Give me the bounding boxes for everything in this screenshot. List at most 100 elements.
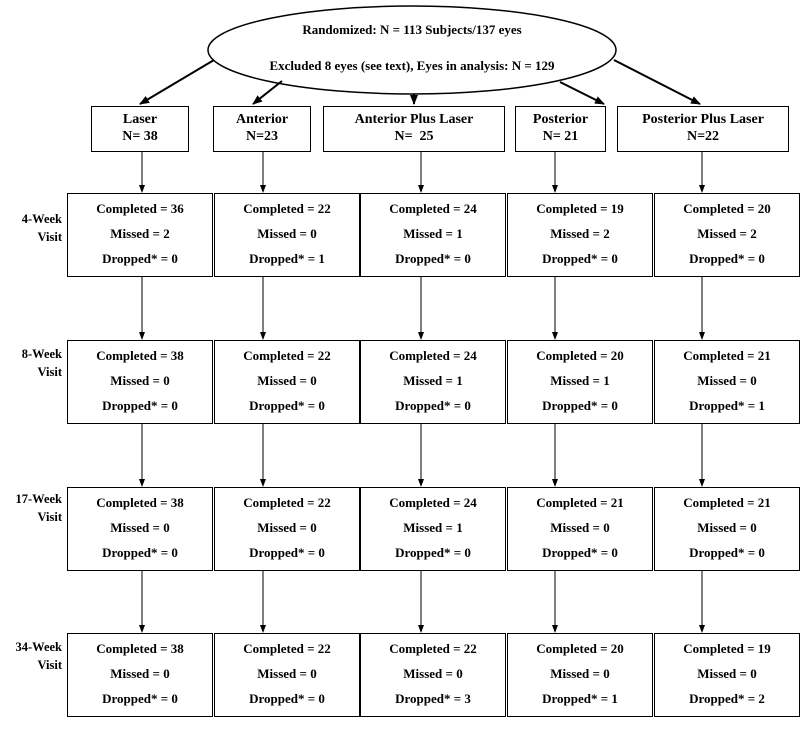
completed-count: Completed = 38 [96,348,184,363]
arm-box-laser: Laser N= 38 [91,106,189,152]
arm-n: N= 38 [122,129,158,144]
arm-box-posterior: Posterior N= 21 [515,106,606,152]
completed-count: Completed = 22 [243,201,331,216]
completed-count: Completed = 22 [389,641,477,656]
randomized-ellipse [207,5,617,95]
missed-count: Missed = 2 [110,226,170,241]
visit-box: Completed = 22 Missed = 0 Dropped* = 3 [360,633,506,717]
missed-count: Missed = 2 [697,226,757,241]
dropped-count: Dropped* = 0 [542,251,618,266]
visit-box: Completed = 38 Missed = 0 Dropped* = 0 [67,487,213,571]
arm-name: Posterior [532,112,589,127]
visit-label-line: Visit [37,510,62,524]
completed-count: Completed = 21 [683,495,771,510]
completed-count: Completed = 19 [683,641,771,656]
randomized-line: Randomized: N = 113 Subjects/137 eyes [302,22,522,37]
arm-n: N= 25 [394,129,434,144]
completed-count: Completed = 19 [536,201,624,216]
dropped-count: Dropped* = 0 [689,545,765,560]
dropped-count: Dropped* = 1 [249,251,325,266]
arm-name: Posterior Plus Laser [642,112,764,127]
arm-n: N= 21 [542,129,579,144]
missed-count: Missed = 0 [257,520,317,535]
missed-count: Missed = 0 [110,373,170,388]
visit-label-4-week: 4-Week Visit [0,210,62,246]
dropped-count: Dropped* = 0 [249,691,325,706]
arrow-to-posterior-plus-laser [613,59,701,105]
dropped-count: Dropped* = 0 [395,545,471,560]
dropped-count: Dropped* = 0 [249,398,325,413]
missed-count: Missed = 1 [403,226,463,241]
dropped-count: Dropped* = 0 [249,545,325,560]
visit-box: Completed = 21 Missed = 0 Dropped* = 0 [507,487,653,571]
missed-count: Missed = 0 [403,666,463,681]
visit-label-8-week: 8-Week Visit [0,345,62,381]
dropped-count: Dropped* = 0 [542,398,618,413]
missed-count: Missed = 0 [257,226,317,241]
completed-count: Completed = 38 [96,495,184,510]
completed-count: Completed = 20 [536,348,624,363]
dropped-count: Dropped* = 0 [542,545,618,560]
dropped-count: Dropped* = 2 [689,691,765,706]
completed-count: Completed = 38 [96,641,184,656]
missed-count: Missed = 0 [697,666,757,681]
arrow-to-anterior [252,80,283,105]
completed-count: Completed = 21 [536,495,624,510]
missed-count: Missed = 0 [257,373,317,388]
missed-count: Missed = 0 [697,520,757,535]
arm-box-anterior-plus-laser: Anterior Plus Laser N= 25 [323,106,505,152]
excluded-line: Excluded 8 eyes (see text), Eyes in anal… [269,58,555,73]
visit-label-line: 34-Week [15,640,62,654]
visit-label-line: Visit [37,658,62,672]
dropped-count: Dropped* = 1 [542,691,618,706]
arm-box-anterior: Anterior N=23 [213,106,311,152]
missed-count: Missed = 0 [110,520,170,535]
visit-box: Completed = 38 Missed = 0 Dropped* = 0 [67,340,213,424]
dropped-count: Dropped* = 0 [102,545,178,560]
visit-label-34-week: 34-Week Visit [0,638,62,674]
completed-count: Completed = 22 [243,641,331,656]
dropped-count: Dropped* = 3 [395,691,471,706]
visit-label-17-week: 17-Week Visit [0,490,62,526]
arm-name: Anterior Plus Laser [354,112,474,127]
visit-label-line: Visit [37,230,62,244]
visit-box: Completed = 22 Missed = 0 Dropped* = 0 [214,340,360,424]
completed-count: Completed = 20 [536,641,624,656]
arm-n: N=23 [245,129,279,144]
completed-count: Completed = 22 [243,495,331,510]
arm-name: Laser [122,112,158,127]
arrow-to-posterior [559,81,605,105]
arrow-to-laser [139,59,215,105]
visit-label-line: 8-Week [21,347,62,361]
completed-count: Completed = 24 [389,348,477,363]
visit-box: Completed = 19 Missed = 0 Dropped* = 2 [654,633,800,717]
dropped-count: Dropped* = 0 [102,398,178,413]
missed-count: Missed = 1 [403,373,463,388]
missed-count: Missed = 1 [550,373,610,388]
missed-count: Missed = 0 [110,666,170,681]
completed-count: Completed = 20 [683,201,771,216]
missed-count: Missed = 2 [550,226,610,241]
arm-box-posterior-plus-laser: Posterior Plus Laser N=22 [617,106,789,152]
dropped-count: Dropped* = 1 [689,398,765,413]
visit-box: Completed = 22 Missed = 0 Dropped* = 1 [214,193,360,277]
completed-count: Completed = 36 [96,201,184,216]
completed-count: Completed = 24 [389,201,477,216]
visit-label-line: 17-Week [15,492,62,506]
missed-count: Missed = 0 [550,520,610,535]
visit-box: Completed = 24 Missed = 1 Dropped* = 0 [360,340,506,424]
visit-label-line: Visit [37,365,62,379]
completed-count: Completed = 21 [683,348,771,363]
dropped-count: Dropped* = 0 [395,398,471,413]
arm-name: Anterior [235,112,289,127]
arm-n: N=22 [686,129,720,144]
completed-count: Completed = 22 [243,348,331,363]
visit-box: Completed = 20 Missed = 1 Dropped* = 0 [507,340,653,424]
completed-count: Completed = 24 [389,495,477,510]
